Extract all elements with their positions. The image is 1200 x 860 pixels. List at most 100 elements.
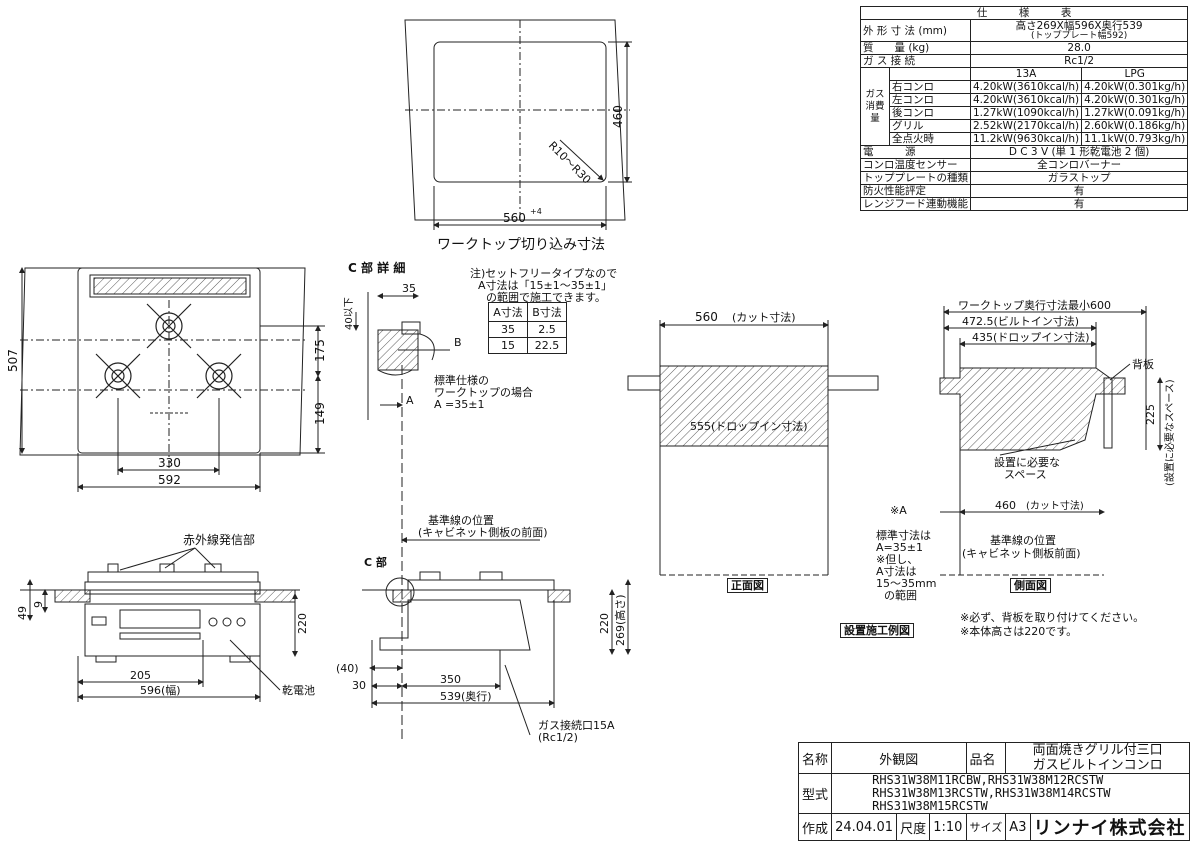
tb-product-label: 品名 xyxy=(965,742,1007,774)
side-dim-220: 220 xyxy=(598,613,611,634)
tb-name-value: 外観図 xyxy=(831,742,967,774)
tb-company: リンナイ株式会社 xyxy=(1029,813,1191,841)
spec-fire-label: 防火性能評定 xyxy=(860,184,971,198)
spec-plate-label: トッププレートの種類 xyxy=(860,171,971,185)
install-front-caption: 正面図 xyxy=(727,578,768,593)
install-cut-460-note: (カット寸法) xyxy=(1026,499,1084,512)
install-std-note-3: ※但し、 xyxy=(876,553,919,566)
spec-burner-lpg: 4.20kW(0.301kg/h) xyxy=(1081,80,1189,94)
spec-plate-value: ガラストップ xyxy=(969,171,1189,185)
side-dim-40: (40) xyxy=(336,662,359,675)
spec-table: 仕 様 表 外 形 寸 法 (mm) 高さ269X幅596X奥行539(トッププ… xyxy=(859,6,1189,211)
tb-scale-value: 1:10 xyxy=(929,813,967,841)
detail-note-1: 注)セットフリータイプなので xyxy=(470,267,618,280)
tb-product-line1: 両面焼きグリル付三口 xyxy=(1032,743,1163,758)
spec-dims-sub: (トッププレート幅592) xyxy=(1031,31,1128,41)
spec-mass-value: 28.0 xyxy=(969,41,1189,55)
side-dim-539: 539(奥行) xyxy=(440,689,492,703)
detail-dim-40: 40以下 xyxy=(344,297,355,330)
cutout-view xyxy=(404,19,632,230)
install-std-note-5: 15～35mm xyxy=(876,577,937,590)
install-front-cut-note: (カット寸法) xyxy=(732,310,796,324)
tb-name-label: 名称 xyxy=(797,742,833,774)
cutout-width: 560 xyxy=(503,211,526,225)
plan-dim-330: 330 xyxy=(158,456,181,470)
detail-table-cell: 22.5 xyxy=(527,337,567,354)
spec-dims-cell: 高さ269X幅596X奥行539(トッププレート幅592) xyxy=(969,19,1189,42)
detail-std-3: A =35±1 xyxy=(434,398,485,411)
spec-title: 仕 様 表 xyxy=(859,6,1189,20)
detail-table-cell: 35 xyxy=(488,321,528,338)
front-dim-49: 49 xyxy=(16,606,29,620)
install-side-caption: 側面図 xyxy=(1010,578,1051,593)
spec-burner-name: 全点火時 xyxy=(889,132,971,146)
cutout-depth: 460 xyxy=(611,105,625,128)
front-battery-label: 乾電池 xyxy=(282,684,315,697)
spec-burner-lpg: 11.1kW(0.793kg/h) xyxy=(1081,132,1189,146)
tb-model-line1: RHS31W38M11RCBW,RHS31W38M12RCSTW xyxy=(872,773,1104,787)
spec-burner-13a: 2.52kW(2170kcal/h) xyxy=(969,119,1083,133)
spec-power-value: D C 3 V (単 1 形乾電池 2 個) xyxy=(969,145,1189,159)
spec-power-label: 電 源 xyxy=(860,145,971,159)
spec-hood-value: 有 xyxy=(969,197,1189,211)
detail-table-head: A寸法 xyxy=(488,302,528,322)
plan-dim-149: 149 xyxy=(313,402,327,425)
front-dim-205: 205 xyxy=(130,669,151,682)
spec-burner-name: グリル xyxy=(889,119,971,133)
side-gas-1: ガス接続口15A xyxy=(538,719,615,732)
cutout-width-tol: +4 xyxy=(530,207,542,216)
install-side-view xyxy=(939,306,1163,576)
spec-burner-name: 後コンロ xyxy=(889,106,971,120)
install-worktop-depth: ワークトップ奥行寸法最小600 xyxy=(958,298,1111,312)
detail-note-2: A寸法は「15±1～35±1」 xyxy=(478,279,612,292)
spec-fire-value: 有 xyxy=(969,184,1189,198)
detail-table-head: B寸法 xyxy=(527,302,567,322)
detail-dim-35: 35 xyxy=(402,282,416,295)
side-gas-2: (Rc1/2) xyxy=(538,731,578,744)
side-view xyxy=(362,537,631,736)
spec-hood-label: レンジフード連動機能 xyxy=(860,197,971,211)
install-std-note-1: 標準寸法は xyxy=(876,529,931,542)
detail-note-3: の範囲で施工できます。 xyxy=(486,291,606,304)
c-detail xyxy=(353,292,450,740)
spec-gasconn-value: Rc1/2 xyxy=(969,54,1189,68)
spec-burner-13a: 11.2kW(9630kcal/h) xyxy=(969,132,1083,146)
install-std-note-4: A寸法は xyxy=(876,565,917,578)
install-builtin: 472.5(ビルトイン寸法) xyxy=(962,314,1079,328)
install-dim-225: 225 xyxy=(1144,404,1157,425)
install-caption: 設置施工例図 xyxy=(840,623,914,638)
tb-model-line3: RHS31W38M15RCSTW xyxy=(872,799,988,813)
install-cut-460: 460 xyxy=(995,499,1016,512)
install-star-a: ※A xyxy=(890,504,907,517)
spec-col-13a: 13A xyxy=(969,67,1083,81)
detail-table-cell: 2.5 xyxy=(527,321,567,338)
install-note-b: ※本体高さは220です。 xyxy=(960,625,1078,638)
spec-gascons-label: ガス 消費量 xyxy=(860,67,890,146)
install-ref-1: 基準線の位置 xyxy=(990,534,1056,547)
spec-gasconn-label: ガ ス 接 続 xyxy=(860,54,971,68)
front-dim-596: 596(幅) xyxy=(140,684,181,697)
tb-model-cell: RHS31W38M11RCBW,RHS31W38M12RCSTW RHS31W38… xyxy=(831,773,1190,814)
install-std-note-2: A=35±1 xyxy=(876,541,923,554)
front-view xyxy=(20,547,300,702)
detail-std-2: ワークトップの場合 xyxy=(434,386,533,399)
tb-made-value: 24.04.01 xyxy=(831,813,898,841)
front-ir-label: 赤外線発信部 xyxy=(183,532,255,547)
install-ref-2: (キャビネット側板前面) xyxy=(962,547,1081,560)
detail-label-b: B xyxy=(454,336,462,349)
install-dropin-435: 435(ドロップイン寸法) xyxy=(972,330,1090,344)
side-ref-2: (キャビネット側板の前面) xyxy=(418,526,548,539)
spec-burner-lpg: 4.20kW(0.301kg/h) xyxy=(1081,93,1189,107)
install-space-vertical: (設置に必要なスペース) xyxy=(1163,379,1176,486)
detail-table-cell: 15 xyxy=(488,337,528,354)
install-note-a: ※必ず、背板を取り付けてください。 xyxy=(960,611,1145,624)
spec-sensor-label: コンロ温度センサー xyxy=(860,158,971,172)
spec-burner-name: 右コンロ xyxy=(889,80,971,94)
tb-product-cell: 両面焼きグリル付三口ガスビルトインコンロ xyxy=(1005,742,1190,774)
cutout-radius: R10～R30 xyxy=(546,139,594,187)
side-ref-1: 基準線の位置 xyxy=(428,514,494,527)
tb-model-label: 型式 xyxy=(797,773,833,814)
spec-mass-label: 質 量 (kg) xyxy=(860,41,971,55)
